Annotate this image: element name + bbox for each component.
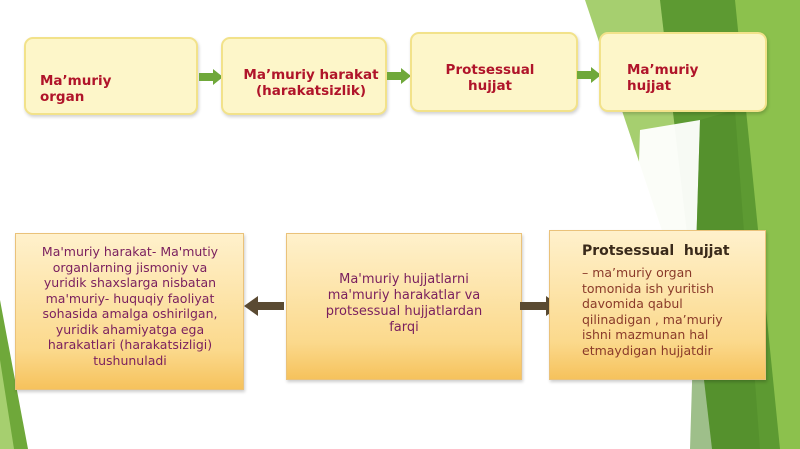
flow-box-mamuriy-hujjat: Ma’muriy hujjat: [599, 32, 767, 112]
definition-protsessual-text: – ma’muriy organ tomonida ish yuritish d…: [582, 265, 762, 358]
definition-harakat-line: harakatlari (harakatsizligi): [47, 337, 213, 352]
arrow-right-icon: [199, 69, 223, 85]
arrow-right-icon: [577, 67, 601, 83]
definition-harakat-line: ma'muriy- huquqiy faoliyat: [45, 290, 215, 306]
definition-harakat-line: tushunuladi: [93, 352, 167, 368]
definition-harakat-line: yuridik shaxslarga nisbatan: [43, 275, 217, 290]
definition-protsessual-line: davomida qabul: [582, 296, 683, 311]
center-box-farqi: Ma'muriy hujjatlarni ma'muriy harakatlar…: [286, 233, 522, 380]
bg-green-corner-left-light: [0, 360, 14, 449]
definition-harakat-line: organlarning jismoniy va: [52, 259, 208, 275]
center-farqi-line: ma'muriy harakatlar va: [327, 288, 481, 303]
definition-protsessual-line: qilinadigan , ma’muriy: [582, 311, 723, 327]
definition-harakat-line: sohasida amalga oshirilgan,: [42, 306, 218, 321]
definition-protsessual-line: ishni mazmunan hal: [582, 327, 709, 342]
definition-protsessual-line: etmaydigan hujjatdir: [582, 342, 713, 358]
center-farqi-line: farqi: [389, 320, 419, 335]
definition-protsessual-title: Protsessual hujjat: [582, 243, 730, 259]
flow-box-harakat: Ma’muriy harakat (harakatsizlik): [221, 37, 387, 115]
definition-box-harakat: Ma'muriy harakat- Ma'mutiy organlarning …: [15, 233, 244, 390]
flow-box-protsessual-label: Protsessual hujjat: [445, 62, 535, 94]
flow-box-harakat-label: Ma’muriy harakat (harakatsizlik): [243, 67, 379, 99]
definition-harakat-line: yuridik ahamiyatga ega: [55, 321, 205, 337]
center-farqi-line: protsessual hujjatlardan: [325, 304, 483, 319]
flow-box-organ: Ma’muriy organ: [24, 37, 198, 115]
center-farqi-text: Ma'muriy hujjatlarni ma'muriy harakatlar…: [291, 272, 517, 336]
bg-green-band-mid: [735, 0, 800, 449]
definition-box-protsessual: Protsessual hujjat – ma’muriy organ tomo…: [549, 230, 766, 380]
flow-box-organ-label: Ma’muriy organ: [40, 73, 112, 105]
center-farqi-line: Ma'muriy hujjatlarni: [339, 272, 469, 287]
arrow-right-icon: [387, 68, 411, 84]
definition-harakat-line: Ma'muriy harakat- Ma'mutiy: [41, 244, 219, 259]
definition-harakat-text: Ma'muriy harakat- Ma'mutiy organlarning …: [20, 244, 240, 368]
definition-protsessual-line: tomonida ish yuritish: [582, 280, 714, 296]
flow-box-mamuriy-hujjat-label: Ma’muriy hujjat: [627, 62, 699, 94]
flow-box-protsessual: Protsessual hujjat: [410, 32, 578, 112]
arrow-left-icon: [244, 296, 284, 316]
definition-protsessual-line: – ma’muriy organ: [582, 265, 693, 280]
